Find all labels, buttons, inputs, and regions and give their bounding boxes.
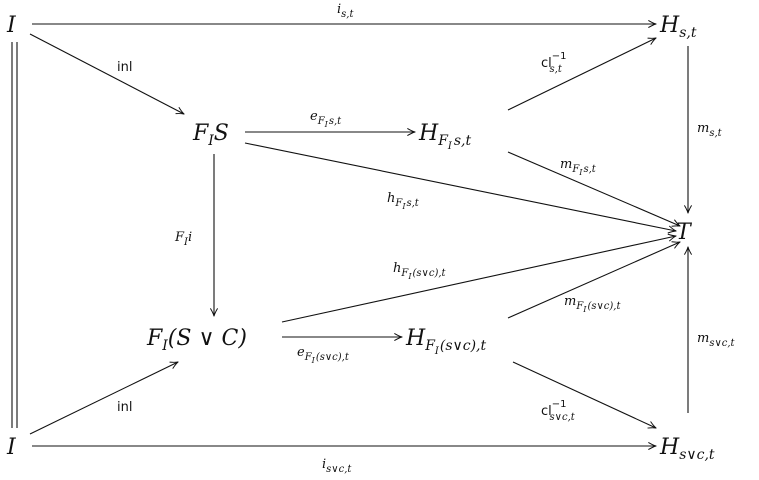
arrow-inl-top — [29, 33, 184, 114]
arrow-h-FIst — [244, 142, 676, 231]
arrow-m-FIst — [507, 151, 680, 226]
label-m-svct: ms∨c,t — [697, 331, 736, 349]
label-h-FIsvc: hFI(s∨c),t — [393, 261, 447, 281]
label-inl-top: inl — [117, 60, 132, 75]
label-m-FIsvc: mFI(s∨c),t — [564, 294, 621, 314]
arrow-cl-st — [507, 38, 656, 111]
object-T: T — [676, 220, 693, 245]
object-H-FIsvct: HFI(s∨c),t — [405, 326, 487, 357]
label-e-FIsvc: eFI(s∨c),t — [297, 345, 350, 365]
label-i-svct: is∨c,t — [322, 457, 352, 475]
object-FIS: FIS — [192, 121, 229, 149]
object-I-top: I — [6, 13, 17, 38]
object-FI-SvC: FI(S ∨ C) — [146, 326, 247, 354]
arrow-cl-svct — [512, 361, 656, 428]
label-m-st: ms,t — [697, 121, 723, 139]
label-h-FIst: hFIs,t — [387, 191, 420, 211]
arrow-inl-bot — [29, 362, 178, 435]
label-FIi: FIi — [174, 230, 192, 248]
object-H-svct: Hs∨c,t — [659, 435, 715, 463]
label-m-FIst: mFIs,t — [560, 157, 597, 177]
object-I-bottom: I — [6, 435, 17, 460]
arrow-h-FIsvc — [281, 236, 676, 323]
object-H-st: Hs,t — [659, 13, 697, 41]
label-i-st: is,t — [337, 2, 354, 20]
label-inl-bottom: inl — [117, 400, 132, 415]
arrow-m-FIsvc — [507, 242, 680, 319]
label-e-FIst: eFIs,t — [310, 109, 342, 129]
